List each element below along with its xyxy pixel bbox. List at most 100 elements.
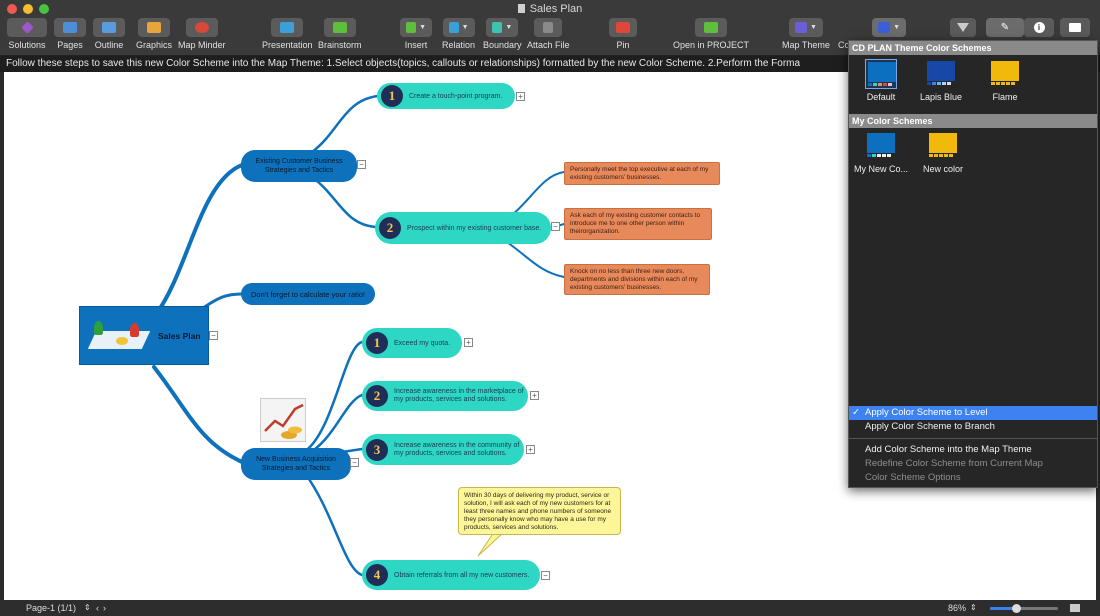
- collapse-toggle[interactable]: −: [551, 222, 560, 231]
- scheme-default[interactable]: Default: [851, 59, 911, 102]
- insert-button[interactable]: ▼ Insert: [400, 18, 432, 50]
- image-icon: [147, 22, 161, 33]
- callout-referrals-note[interactable]: Within 30 days of delivering my product,…: [458, 487, 621, 535]
- connector: [302, 470, 364, 577]
- map-theme-icon: [794, 22, 807, 33]
- graphics-button[interactable]: Graphics: [136, 18, 172, 50]
- window-title: Sales Plan: [0, 3, 1100, 15]
- root-topic-label: Sales Plan: [158, 331, 201, 341]
- collapse-toggle[interactable]: −: [357, 160, 366, 169]
- menu-apply-to-level[interactable]: ✓ Apply Color Scheme to Level: [849, 406, 1097, 420]
- topic-obtain-referrals[interactable]: 4 Obtain referrals from all my new custo…: [362, 560, 540, 590]
- chevron-down-icon: ▼: [461, 24, 469, 31]
- brainstorm-icon: [332, 22, 347, 33]
- diamond-icon: [20, 21, 34, 34]
- chevron-right-icon[interactable]: ›: [103, 603, 106, 613]
- page-stepper-icon[interactable]: ⇕: [84, 603, 91, 612]
- theme-schemes-header: CD PLAN Theme Color Schemes: [849, 41, 1097, 55]
- collapse-toggle[interactable]: −: [541, 571, 550, 580]
- menu-scheme-options: Color Scheme Options: [865, 472, 961, 483]
- branch-existing-customer[interactable]: Existing Customer Business Strategies an…: [241, 150, 357, 182]
- topic-awareness-community[interactable]: 3 Increase awareness in the community of…: [362, 434, 524, 465]
- scheme-flame[interactable]: Flame: [975, 59, 1035, 102]
- zoom-stepper-icon[interactable]: ⇕: [970, 603, 977, 612]
- attach-file-icon: [543, 22, 554, 33]
- filter-button[interactable]: [950, 18, 976, 37]
- scheme-lapis-blue[interactable]: Lapis Blue: [911, 59, 971, 102]
- document-icon: [517, 4, 525, 13]
- checkmark-icon: ✓: [852, 407, 860, 418]
- pages-button[interactable]: Pages: [54, 18, 86, 50]
- presentation-icon: [280, 22, 295, 33]
- chevron-down-icon: ▼: [809, 24, 817, 31]
- info-button[interactable]: i: [1024, 18, 1054, 37]
- color-scheme-icon: [878, 22, 891, 33]
- connector: [152, 365, 244, 464]
- expand-toggle[interactable]: +: [516, 92, 525, 101]
- status-bar: Page-1 (1/1) ⇕ ‹ › 86% ⇕: [0, 600, 1100, 616]
- chevron-left-icon[interactable]: ‹: [96, 603, 99, 613]
- scheme-new-color[interactable]: New color: [913, 131, 973, 174]
- menu-add-scheme-to-theme[interactable]: Add Color Scheme into the Map Theme: [865, 444, 1032, 455]
- expand-toggle[interactable]: +: [530, 391, 539, 400]
- zoom-slider[interactable]: [990, 604, 1058, 613]
- collapse-toggle[interactable]: −: [350, 458, 359, 467]
- format-panel-button[interactable]: ✎: [986, 18, 1024, 37]
- outline-button[interactable]: Outline: [93, 18, 125, 50]
- branch-ratio[interactable]: Don't forget to calculate your ratio!: [241, 283, 375, 305]
- connector: [310, 94, 380, 154]
- toolbar: Sales Plan Solutions Pages Outline Graph…: [0, 0, 1100, 56]
- expand-toggle[interactable]: +: [464, 338, 473, 347]
- growth-chart-image: [260, 398, 306, 442]
- hint-bar: Follow these steps to save this new Colo…: [0, 56, 1100, 72]
- pages-icon: [63, 22, 77, 33]
- map-minder-button[interactable]: Map Minder: [178, 18, 226, 50]
- collapse-toggle[interactable]: −: [209, 331, 218, 340]
- presentation-button[interactable]: Presentation: [262, 18, 313, 50]
- expand-toggle[interactable]: +: [526, 445, 535, 454]
- close-window-button[interactable]: [7, 4, 17, 14]
- zoom-slider-thumb[interactable]: [1012, 604, 1021, 613]
- topic-prospect[interactable]: 2 Prospect within my existing customer b…: [375, 212, 551, 244]
- zoom-window-button[interactable]: [39, 4, 49, 14]
- fit-page-icon[interactable]: [1070, 604, 1080, 612]
- solutions-button[interactable]: Solutions: [7, 18, 47, 50]
- menu-apply-to-branch[interactable]: Apply Color Scheme to Branch: [865, 421, 995, 432]
- callout-knock-doors[interactable]: Knock on no less than three new doors, d…: [564, 264, 710, 295]
- chevron-down-icon: ▼: [419, 24, 426, 31]
- root-topic[interactable]: Sales Plan: [79, 306, 209, 365]
- growth-chart-icon: [264, 403, 304, 439]
- outline-icon: [102, 22, 116, 33]
- minimize-window-button[interactable]: [23, 4, 33, 14]
- callout-meet-executive[interactable]: Personally meet the top executive at eac…: [564, 162, 720, 185]
- branch-new-business[interactable]: New Business Acquisition Strategies and …: [241, 448, 351, 480]
- info-icon: i: [1033, 22, 1045, 33]
- topic-awareness-marketplace[interactable]: 2 Increase awareness in the marketplace …: [362, 381, 528, 411]
- sales-illustration: [87, 319, 151, 357]
- callout-pointer: [477, 531, 506, 557]
- callout-introduce-contacts[interactable]: Ask each of my existing customer contact…: [564, 208, 712, 240]
- topic-touch-point[interactable]: 1 Create a touch-point program.: [377, 83, 515, 109]
- map-theme-button[interactable]: ▼ Map Theme: [782, 18, 830, 50]
- relation-icon: [448, 22, 459, 33]
- color-scheme-button[interactable]: ▼: [872, 18, 906, 37]
- open-in-project-button[interactable]: Open in PROJECT: [673, 18, 749, 50]
- pin-button[interactable]: Pin: [609, 18, 637, 50]
- brainstorm-button[interactable]: Brainstorm: [318, 18, 362, 50]
- connector: [503, 239, 565, 278]
- scheme-my-new-color[interactable]: My New Co...: [851, 131, 911, 174]
- menu-divider: [849, 438, 1097, 439]
- topic-exceed-quota[interactable]: 1 Exceed my quota.: [362, 328, 462, 358]
- attach-file-button[interactable]: Attach File: [527, 18, 570, 50]
- color-scheme-dropdown: CD PLAN Theme Color Schemes Default Lapi…: [848, 40, 1098, 488]
- insert-icon: [406, 22, 417, 33]
- color-scheme-label: Co: [838, 40, 850, 50]
- zoom-slider-fill: [990, 607, 1016, 610]
- chevron-down-icon: ▼: [893, 24, 900, 31]
- card-button[interactable]: [1060, 18, 1090, 37]
- boundary-button[interactable]: ▼ Boundary: [483, 18, 522, 50]
- zoom-level: 86%: [948, 603, 967, 613]
- relation-button[interactable]: ▼ Relation: [442, 18, 475, 50]
- connector: [302, 340, 364, 454]
